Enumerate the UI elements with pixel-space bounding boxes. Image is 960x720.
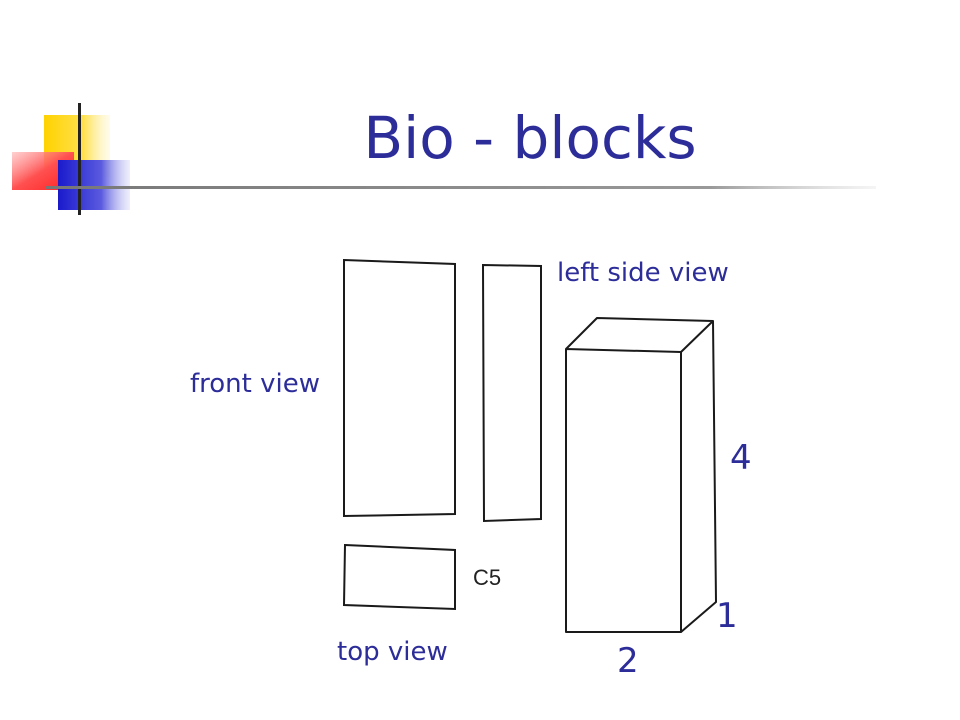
title-underline [46,186,876,189]
vertical-rule [78,103,81,215]
block-front-face [565,348,682,633]
top-view-label: top view [337,637,448,667]
block-code-label: C5 [473,565,502,590]
page-title: Bio - blocks [363,104,697,172]
left-side-view-label: left side view [557,258,729,288]
block-top-face [565,317,714,353]
width-dimension-label: 2 [617,641,639,681]
depth-dimension-label: 1 [716,596,738,636]
height-dimension-label: 4 [730,438,752,478]
blue-square [58,160,130,210]
front-view-rectangle [343,258,456,518]
top-view-rectangle [342,543,456,611]
isometric-block [565,317,717,633]
block-side-face [680,320,717,633]
front-view-label: front view [190,369,320,399]
left-side-view-rectangle [481,263,542,523]
decorative-logo-squares [12,103,130,215]
